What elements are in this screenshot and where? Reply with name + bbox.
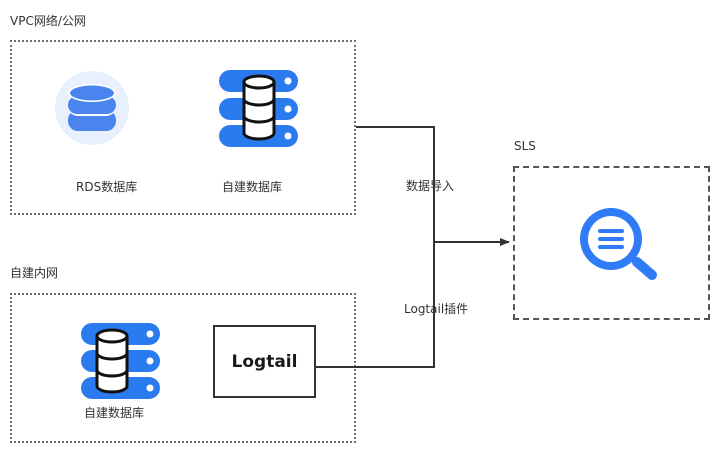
- vpc-group-box: [10, 40, 356, 215]
- intranet-database-icon: [81, 323, 160, 399]
- edge-vpc-to-junction: [356, 126, 435, 242]
- sls-box: [513, 166, 710, 320]
- edge-label-data-import: 数据导入: [406, 179, 455, 193]
- vpc-database-icon: [219, 70, 298, 147]
- logtail-label: Logtail: [231, 351, 298, 372]
- intranet-db-label: 自建数据库: [84, 406, 145, 420]
- sls-search-icon: [580, 208, 657, 280]
- edge-logtail-to-junction: [316, 242, 435, 368]
- vpc-group-title: VPC网络/公网: [10, 14, 86, 28]
- logtail-box: Logtail: [213, 325, 316, 398]
- intranet-group-title: 自建内网: [10, 266, 59, 280]
- rds-label: RDS数据库: [76, 180, 138, 194]
- connector-lines: [316, 126, 510, 368]
- rds-database-icon: [55, 71, 129, 145]
- vpc-db-label: 自建数据库: [222, 180, 283, 194]
- edge-label-logtail-plugin: Logtail插件: [404, 302, 469, 316]
- sls-title: SLS: [514, 139, 536, 153]
